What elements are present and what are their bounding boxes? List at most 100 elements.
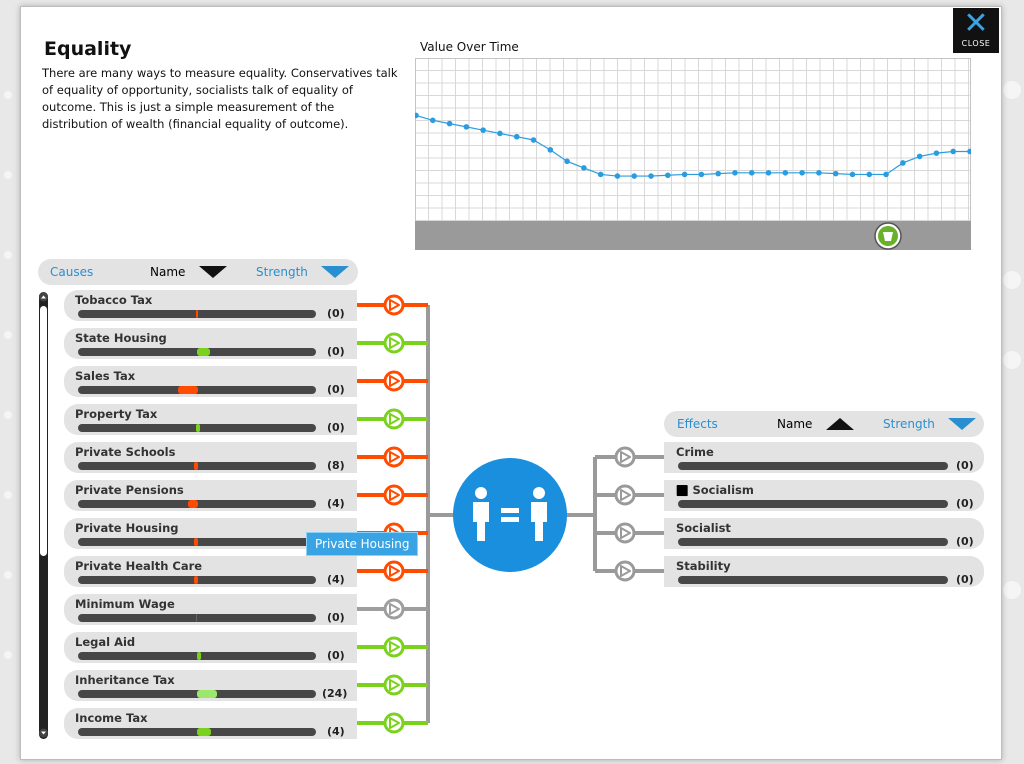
cause-row[interactable]: Income Tax(4) — [64, 708, 357, 739]
graph-point — [597, 171, 604, 178]
causes-sort-bar: Causes Name Strength — [38, 259, 358, 285]
cause-value: (0) — [327, 649, 345, 662]
effect-value: (0) — [956, 459, 974, 472]
cause-name: Private Pensions — [75, 483, 184, 497]
cause-value: (0) — [327, 611, 345, 624]
effect-strength-track — [678, 576, 948, 584]
effect-strength-track — [678, 462, 948, 470]
effect-row[interactable]: Stability (0) — [664, 556, 984, 587]
cause-strength-fill — [196, 310, 198, 318]
effect-strength-track — [678, 500, 948, 508]
graph-point — [415, 112, 419, 119]
cause-strength-track — [78, 690, 316, 698]
cause-strength-track — [78, 424, 316, 432]
cause-value: (4) — [327, 573, 345, 586]
graph-point — [765, 170, 772, 176]
effect-name: Crime — [676, 445, 714, 459]
cause-strength-track — [78, 652, 316, 660]
cause-strength-track — [78, 462, 316, 470]
cause-value: (0) — [327, 345, 345, 358]
cause-value: (0) — [327, 383, 345, 396]
graph-timeline-bar — [415, 221, 971, 250]
graph-point — [782, 170, 789, 176]
cause-row[interactable]: Private Schools(8) — [64, 442, 357, 473]
close-button[interactable]: ✕ CLOSE — [953, 8, 999, 53]
cause-strength-fill — [188, 500, 198, 508]
graph-point — [849, 171, 856, 178]
current-time-marker-icon — [874, 222, 902, 250]
effects-sort-strength[interactable]: Strength — [883, 417, 935, 431]
cause-strength-track — [78, 614, 316, 622]
causes-scrollbar[interactable] — [38, 292, 49, 739]
effect-row[interactable]: Crime (0) — [664, 442, 984, 473]
page-title: Equality — [44, 38, 132, 60]
graph-point — [614, 173, 621, 179]
effect-value: (0) — [956, 535, 974, 548]
cause-strength-track — [78, 538, 316, 546]
graph-point — [732, 170, 738, 176]
value-over-time-graph — [415, 58, 971, 222]
close-icon: ✕ — [963, 6, 989, 41]
cause-name: Minimum Wage — [75, 597, 175, 611]
cause-strength-fill — [197, 652, 201, 660]
graph-point — [832, 170, 839, 177]
sort-strength-descending-icon[interactable] — [321, 266, 349, 278]
graph-point — [530, 137, 537, 143]
causes-sort-strength[interactable]: Strength — [256, 265, 308, 279]
effect-strength-track — [678, 538, 948, 546]
cause-name: Tobacco Tax — [75, 293, 153, 307]
effect-name: Stability — [676, 559, 731, 573]
cause-strength-fill — [178, 386, 198, 394]
cause-strength-fill — [194, 576, 198, 584]
graph-label: Value Over Time — [420, 40, 519, 54]
cause-row[interactable]: Private Pensions(4) — [64, 480, 357, 511]
graph-point — [564, 158, 570, 165]
cause-strength-track — [78, 500, 316, 508]
sort-name-descending-icon[interactable] — [199, 266, 227, 278]
cause-row[interactable]: Inheritance Tax(24) — [64, 670, 357, 701]
people-group-icon: 👪 — [676, 486, 689, 497]
effect-name: Socialism — [692, 483, 754, 497]
graph-point — [581, 165, 587, 171]
effect-row[interactable]: 👪Socialism (0) — [664, 480, 984, 511]
effect-value: (0) — [956, 573, 974, 586]
graph-point — [681, 171, 688, 178]
effects-sort-label[interactable]: Effects — [677, 417, 718, 431]
cause-row[interactable]: State Housing (0) — [64, 328, 357, 359]
effects-sort-name[interactable]: Name — [777, 417, 813, 431]
cause-row[interactable]: Minimum Wage (0) — [64, 594, 357, 625]
graph-point — [648, 173, 654, 179]
effect-name: Socialist — [676, 521, 731, 535]
cause-strength-fill — [194, 538, 198, 546]
cause-row[interactable]: Legal Aid(0) — [64, 632, 357, 663]
effect-value: (0) — [956, 497, 974, 510]
cause-name: State Housing — [75, 331, 167, 345]
cause-strength-track — [78, 348, 316, 356]
graph-point — [665, 172, 671, 179]
cause-value: (8) — [327, 459, 345, 472]
cause-value: (4) — [327, 725, 345, 738]
causes-sort-name[interactable]: Name — [150, 265, 186, 279]
cause-row[interactable]: Sales Tax (0) — [64, 366, 357, 397]
policy-description: There are many ways to measure equality.… — [42, 66, 398, 131]
cause-name: Sales Tax — [75, 369, 136, 383]
cause-strength-fill — [194, 462, 198, 470]
cause-value: (0) — [327, 307, 345, 320]
causes-sort-label[interactable]: Causes — [50, 265, 94, 279]
cause-value: (24) — [322, 687, 348, 700]
effects-sort-bar: Effects Name Strength — [664, 411, 984, 437]
cause-row[interactable]: Property Tax(0) — [64, 404, 357, 435]
graph-point — [715, 170, 721, 177]
cause-row[interactable]: Private Health Care(4) — [64, 556, 357, 587]
graph-point — [748, 170, 755, 176]
cause-strength-track — [78, 310, 316, 318]
sort-strength-descending-icon[interactable] — [948, 418, 976, 430]
graph-point — [883, 171, 889, 178]
cause-row[interactable]: Tobacco Tax (0) — [64, 290, 357, 321]
effect-row[interactable]: Socialist (0) — [664, 518, 984, 549]
graph-point — [799, 170, 805, 176]
cause-strength-track — [78, 386, 316, 394]
sort-name-ascending-icon[interactable] — [826, 418, 854, 430]
cause-strength-track — [78, 728, 316, 736]
cause-strength-fill — [197, 728, 211, 736]
